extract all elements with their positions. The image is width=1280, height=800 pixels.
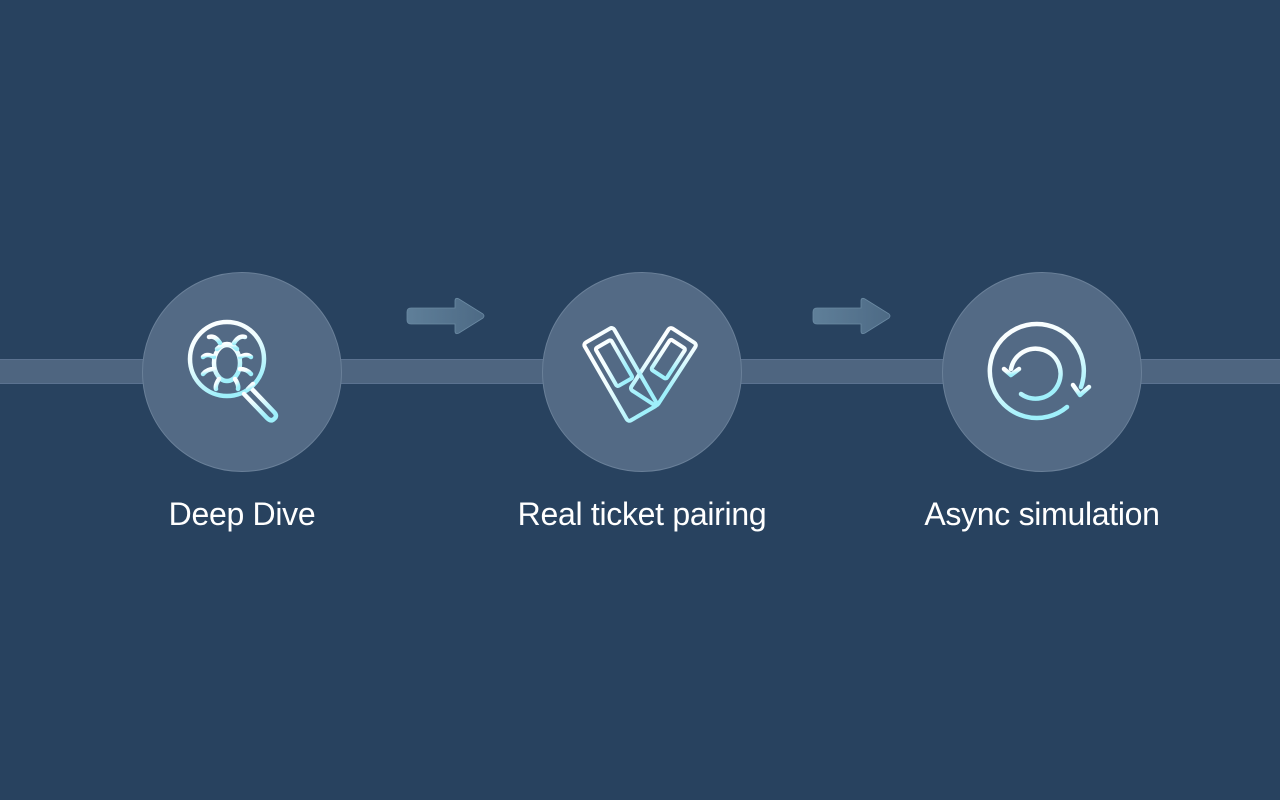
step-label: Async simulation [924, 496, 1160, 532]
step-circle [142, 272, 342, 472]
step-circle [542, 272, 742, 472]
step-deep-dive: Deep Dive [92, 272, 392, 533]
step-label: Deep Dive [168, 496, 316, 532]
step-real-ticket-pairing: Real ticket pairing [492, 272, 792, 533]
arrow-right-icon [406, 297, 485, 335]
cycle-arrows-icon [987, 321, 1092, 421]
tickets-icon [582, 326, 698, 423]
step-circle [942, 272, 1142, 472]
step-async-simulation: Async simulation [892, 272, 1192, 533]
arrow-right-icon [812, 297, 891, 335]
bug-magnifier-icon [187, 319, 279, 423]
step-label: Real ticket pairing [517, 496, 767, 532]
